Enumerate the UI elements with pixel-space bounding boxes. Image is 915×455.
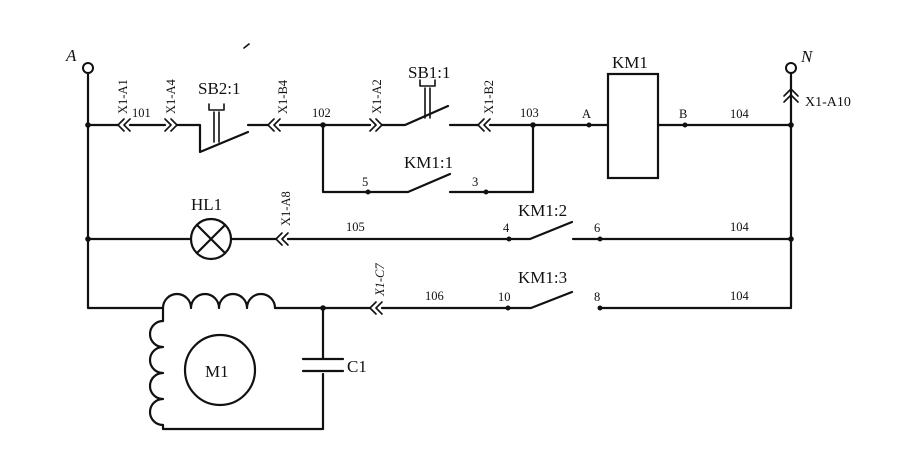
pin-3: [483, 189, 489, 195]
c1-capacitor: [301, 357, 345, 373]
sb1-actuator-symbol: [419, 79, 436, 119]
km1-label: KM1: [612, 53, 648, 72]
km1-3-label: KM1:3: [518, 268, 567, 287]
pin-6-label: 6: [594, 221, 600, 235]
connector-x1-a10-label: X1-A10: [805, 95, 851, 110]
sb2-label: SB2:1: [198, 79, 241, 98]
km1-1-contact-right: [448, 123, 535, 194]
pin-10-label: 10: [498, 290, 511, 304]
motor-winding-top: [161, 292, 277, 310]
connector-x1-a10-symbol: [783, 88, 799, 103]
wire-105: [286, 220, 574, 241]
km1-coil: [606, 72, 660, 180]
motor-return-wire: [161, 372, 325, 431]
wire-104-bot-label: 104: [730, 289, 750, 303]
pin-4-label: 4: [503, 221, 510, 235]
pin-coil-a: [586, 122, 592, 128]
pin-8-label: 8: [594, 290, 600, 304]
connector-x1-c7-symbol: [369, 301, 383, 315]
km1-2-label: KM1:2: [518, 201, 567, 220]
hl1-lamp-cross: [195, 223, 227, 255]
right-rail-wire: [598, 71, 793, 310]
connector-x1-b2-symbol: [477, 118, 491, 132]
connector-x1-a1-symbol: [117, 118, 131, 132]
m1-label: M1: [205, 362, 229, 381]
pin-5-label: 5: [362, 175, 368, 189]
sb1-label: SB1:1: [408, 63, 451, 82]
pin-coil-b: [682, 122, 688, 128]
sb2-contact: [175, 123, 250, 154]
wire-103-label: 103: [520, 106, 539, 120]
left-rail-wire: [86, 71, 165, 310]
terminal-n-label: N: [800, 47, 814, 66]
connector-x1-a1-label: X1-A1: [116, 79, 130, 114]
wire-102-label: 102: [312, 106, 331, 120]
sb2-actuator-symbol: [208, 103, 225, 143]
terminal-n-symbol: [785, 62, 797, 74]
wire-105-label: 105: [346, 220, 365, 234]
terminal-a-label: A: [65, 46, 77, 65]
pin-5: [365, 189, 371, 195]
pin-4: [506, 236, 512, 242]
connector-x1-a2-label: X1-A2: [370, 79, 384, 114]
pin-coil-b-label: B: [679, 107, 687, 121]
wire-104-top-label: 104: [730, 107, 750, 121]
tick-mark: [243, 43, 250, 49]
wire-101-label: 101: [132, 106, 151, 120]
connector-x1-a8-symbol: [275, 232, 289, 246]
connector-x1-b2-label: X1-B2: [482, 80, 496, 114]
pin-coil-a-label: A: [582, 107, 591, 121]
km1-1-label: KM1:1: [404, 153, 453, 172]
pin-3-label: 3: [472, 175, 478, 189]
terminal-a-symbol: [82, 62, 94, 74]
connector-x1-a4-label: X1-A4: [164, 79, 178, 114]
connector-x1-a4-symbol: [164, 118, 178, 132]
hl1-label: HL1: [191, 195, 222, 214]
connector-x1-a8-label: X1-A8: [279, 191, 293, 226]
wire-104-mid-label: 104: [730, 220, 750, 234]
wire-106: [380, 290, 574, 310]
wire-106-label: 106: [425, 289, 444, 303]
c1-label: C1: [347, 357, 367, 376]
pin-8: [597, 305, 603, 311]
connector-x1-c7-label: X1-C7: [373, 263, 387, 297]
m1-motor: [183, 333, 257, 407]
connector-x1-b4-label: X1-B4: [276, 79, 290, 114]
pin-6: [597, 236, 603, 242]
connector-x1-b4-symbol: [267, 118, 281, 132]
sb1-contact: [380, 104, 450, 127]
connector-x1-a2-symbol: [369, 118, 383, 132]
pin-10: [505, 305, 511, 311]
motor-winding-left: [148, 319, 165, 427]
